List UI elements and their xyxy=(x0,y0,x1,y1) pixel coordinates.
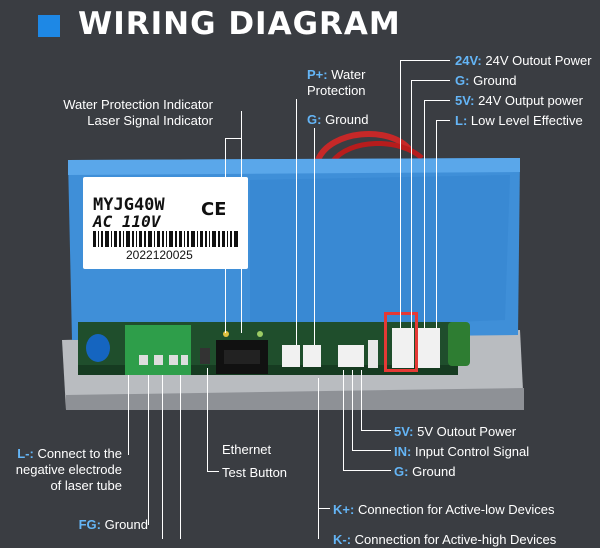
label-g-top: G: Ground xyxy=(307,112,369,127)
leader-5v-top xyxy=(424,100,425,328)
leader-k-plus-h xyxy=(318,508,330,509)
leader-5v-bottom xyxy=(361,370,362,431)
leader-l-h xyxy=(436,120,450,121)
connector-pg-2 xyxy=(303,345,321,367)
device-model: MYJG40W xyxy=(93,195,165,215)
terminal-screw-2 xyxy=(154,355,163,365)
highlight-box xyxy=(384,312,418,372)
terminal-screw-3 xyxy=(169,355,178,365)
water-led xyxy=(223,331,229,337)
label-ethernet: Ethernet xyxy=(222,442,272,457)
label-l-minus-line3: of laser tube xyxy=(50,478,122,493)
label-test-button: Test Button xyxy=(222,465,288,480)
leader-24v-h xyxy=(400,60,450,61)
red-wire-1 xyxy=(315,131,413,162)
device-voltage: AC 110V xyxy=(93,212,161,231)
test-button-shape xyxy=(200,348,210,364)
label-5v-top: 5V: 24V Output power xyxy=(455,93,583,108)
leader-g-top xyxy=(314,128,315,345)
leader-fg xyxy=(148,375,149,525)
ce-mark: CE xyxy=(201,199,227,220)
terminal-screw-1 xyxy=(139,355,148,365)
blue-housing-top xyxy=(68,158,520,175)
label-g-bottom: G: Ground xyxy=(394,464,456,479)
terminal-screw-4 xyxy=(181,355,188,365)
label-fg: FG: Ground xyxy=(78,517,148,532)
green-capacitor xyxy=(448,322,470,366)
housing-shade xyxy=(250,175,510,330)
blue-capacitor xyxy=(86,334,110,362)
leader-test-h xyxy=(207,471,219,472)
label-l-minus: L-: Connect to the xyxy=(17,446,122,461)
leader-in-h xyxy=(352,450,391,451)
label-laser-indicator: Laser Signal Indicator xyxy=(87,113,213,128)
leader-l-minus xyxy=(128,375,129,455)
leader-24v xyxy=(400,60,401,328)
device-sticker xyxy=(83,177,248,269)
connector-kin xyxy=(338,345,364,367)
laser-led xyxy=(257,331,263,337)
green-terminal-block xyxy=(125,325,191,375)
leader-l xyxy=(436,120,437,328)
leader-g-right xyxy=(411,80,412,328)
label-5v-bottom: 5V: 5V Outout Power xyxy=(394,424,517,439)
connector-right xyxy=(418,328,440,368)
leader-terminal-3 xyxy=(162,375,163,539)
red-wire-2 xyxy=(330,141,424,164)
leader-laser xyxy=(225,138,226,333)
leader-5v-top-h xyxy=(424,100,450,101)
label-in: IN: Input Control Signal xyxy=(394,444,530,459)
leader-terminal-4 xyxy=(180,375,181,539)
leader-water xyxy=(241,111,242,333)
leader-g-right-h xyxy=(411,80,450,81)
label-p-plus: P+: Water xyxy=(307,67,366,82)
label-24v: 24V: 24V Outout Power xyxy=(455,53,592,68)
leader-p-plus xyxy=(296,99,297,345)
ethernet-port xyxy=(224,350,260,364)
label-l: L: Low Level Effective xyxy=(455,113,583,128)
connector-pg-1 xyxy=(282,345,300,367)
device-serial: 2022120025 xyxy=(126,248,193,262)
page-title: WIRING DIAGRAM xyxy=(78,6,401,42)
label-k-minus: K-: Connection for Active-high Devices xyxy=(333,532,557,547)
connector-red-highlight xyxy=(392,328,414,368)
connector-small xyxy=(368,340,378,368)
leader-laser-h xyxy=(225,138,242,139)
label-l-minus-line2: negative electrode xyxy=(15,462,122,477)
barcode-graphic xyxy=(93,231,238,247)
leader-test xyxy=(207,368,208,472)
label-p-plus-line2: Protection xyxy=(307,83,366,98)
leader-k-plus xyxy=(318,378,319,539)
label-water-indicator: Water Protection Indicator xyxy=(63,97,213,112)
leader-5v-bottom-h xyxy=(361,430,391,431)
label-k-plus: K+: Connection for Active-low Devices xyxy=(333,502,555,517)
title-accent-square xyxy=(38,15,60,37)
leader-g-bottom-h xyxy=(343,470,391,471)
label-g-right: G: Ground xyxy=(455,73,517,88)
leader-in xyxy=(352,370,353,451)
leader-g-bottom xyxy=(343,370,344,470)
